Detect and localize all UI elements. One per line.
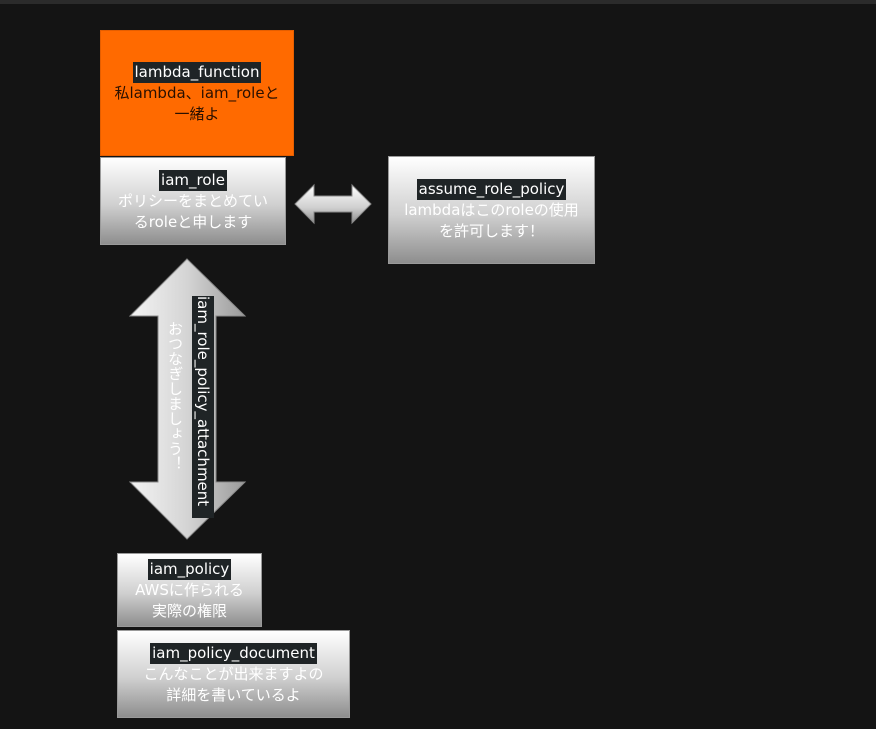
iam-policy-document-title: iam_policy_document bbox=[150, 642, 317, 664]
iam-policy-title: iam_policy bbox=[147, 558, 232, 580]
lambda-function-node[interactable]: lambda_function 私lambda、iam_roleと 一緒よ bbox=[100, 30, 294, 156]
role-policy-attachment-title: iam_role_policy_attachment bbox=[192, 296, 214, 518]
role-policy-attachment-arrow bbox=[129, 258, 247, 540]
iam-policy-node[interactable]: iam_policy AWSに作られる 実際の権限 bbox=[117, 553, 262, 627]
role-policy-attachment-desc: おつなぎしましょう！ bbox=[166, 321, 184, 471]
iam-role-node[interactable]: iam_role ポリシーをまとめてい るroleと申します bbox=[100, 157, 286, 245]
assume-role-policy-title: assume_role_policy bbox=[416, 178, 567, 200]
iam-policy-document-desc-line2: 詳細を書いているよ bbox=[166, 685, 301, 704]
assume-role-policy-desc-line2: を許可します！ bbox=[438, 221, 544, 240]
window-top-border bbox=[0, 0, 876, 4]
lambda-function-desc-line2: 一緒よ bbox=[174, 104, 220, 123]
iam-role-desc-line1: ポリシーをまとめてい bbox=[117, 191, 268, 210]
iam-policy-desc-line2: 実際の権限 bbox=[151, 601, 227, 620]
iam-policy-document-node[interactable]: iam_policy_document こんなことが出来ますよの 詳細を書いてい… bbox=[117, 630, 350, 718]
iam-role-desc-line2: るroleと申します bbox=[133, 212, 253, 231]
iam-policy-desc-line1: AWSに作られる bbox=[135, 580, 244, 599]
assume-role-policy-node[interactable]: assume_role_policy lambdaはこのroleの使用 を許可し… bbox=[388, 156, 595, 264]
iam-role-title: iam_role bbox=[159, 169, 227, 191]
lambda-function-title: lambda_function bbox=[132, 61, 262, 83]
iam-policy-document-desc-line1: こんなことが出来ますよの bbox=[143, 664, 324, 683]
assume-role-policy-desc-line1: lambdaはこのroleの使用 bbox=[404, 200, 579, 219]
lambda-function-desc-line1: 私lambda、iam_roleと bbox=[114, 83, 280, 102]
role-assume-double-arrow bbox=[294, 183, 372, 225]
